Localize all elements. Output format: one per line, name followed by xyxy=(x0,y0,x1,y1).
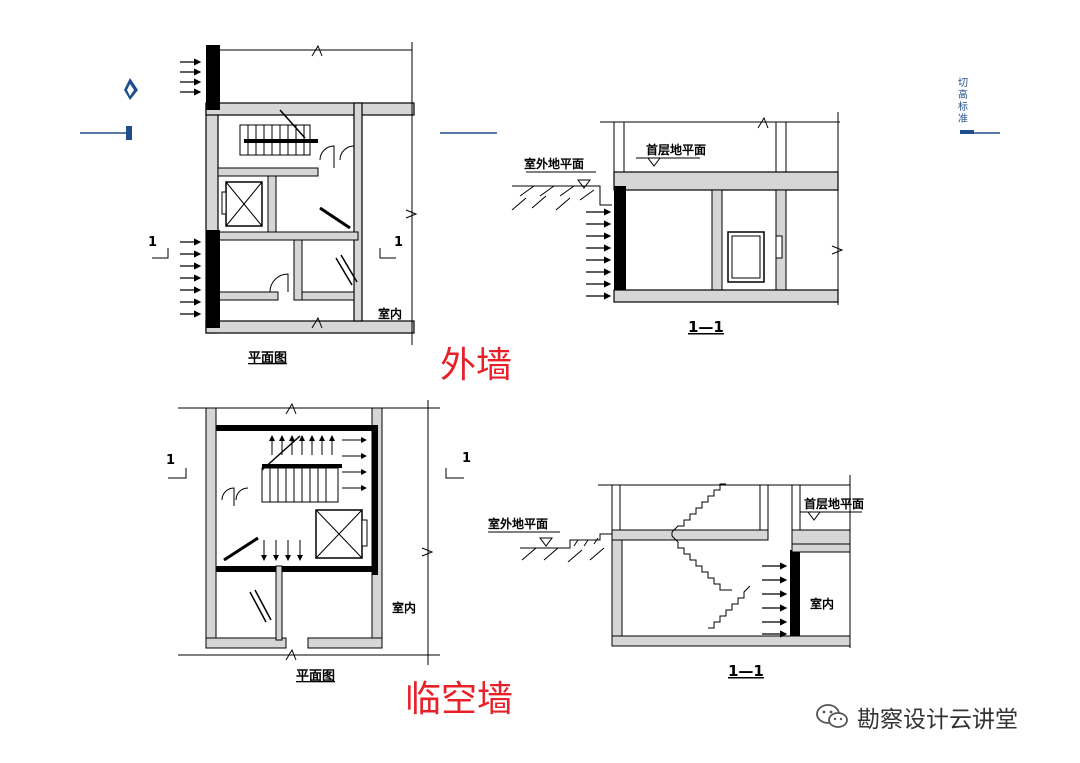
indoor-label: 室内 xyxy=(378,306,402,321)
indoor-label: 室内 xyxy=(392,600,416,615)
pressure-arrows xyxy=(261,435,367,561)
first-floor-label: 首层地平面 xyxy=(804,496,864,511)
outdoor-ground-label: 室外地平面 xyxy=(488,516,548,531)
section-title: 1—1 xyxy=(728,662,764,680)
cut-mark-left: 1 xyxy=(148,235,157,250)
watermark: 勘察设计云讲堂 xyxy=(815,700,1018,734)
outdoor-ground-label: 室外地平面 xyxy=(524,156,584,171)
bottom-plan: 1 1 室内 平面图 xyxy=(166,400,471,684)
first-floor-label: 首层地平面 xyxy=(646,142,706,157)
cut-mark-right: 1 xyxy=(462,451,471,466)
stair-flight xyxy=(261,435,342,503)
caption-exterior-wall: 外墙 xyxy=(440,345,513,386)
plan-title: 平面图 xyxy=(248,351,287,366)
watermark-text: 勘察设计云讲堂 xyxy=(857,707,1018,733)
elevator xyxy=(315,509,368,559)
elevator xyxy=(221,181,263,227)
pressure-arrows xyxy=(180,58,202,318)
top-plan: 1 1 室内 平面图 xyxy=(148,42,418,366)
caption-airside-wall: 临空墙 xyxy=(405,679,514,720)
section-title: 1—1 xyxy=(688,318,724,336)
brand-logo-icon xyxy=(124,78,138,100)
plan-title: 平面图 xyxy=(296,669,335,684)
indoor-label: 室内 xyxy=(810,596,834,611)
pressure-arrows xyxy=(586,208,612,300)
stair-flight xyxy=(239,109,318,156)
top-section: 室外地平面 首层地平面 1—1 xyxy=(511,112,844,336)
wechat-icon xyxy=(816,704,848,728)
cut-mark-right: 1 xyxy=(394,235,403,250)
side-tag: 切高标准 xyxy=(958,78,968,125)
bottom-section: 室外地平面 首层地平面 室内 1—1 xyxy=(488,475,864,680)
cut-mark-left: 1 xyxy=(166,453,175,468)
pressure-arrows xyxy=(762,562,788,638)
stair-flight xyxy=(671,483,751,629)
header-decoration xyxy=(80,78,1000,140)
